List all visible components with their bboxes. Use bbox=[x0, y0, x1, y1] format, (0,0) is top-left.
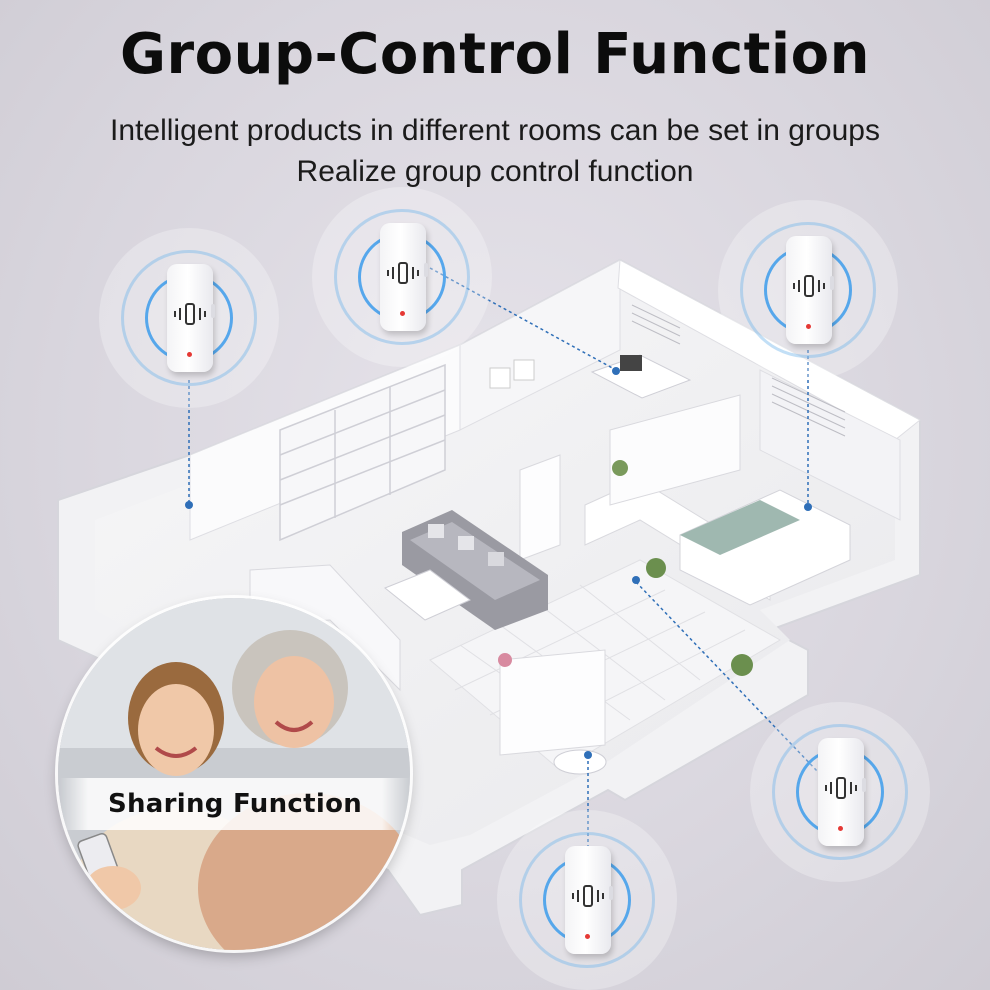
status-led bbox=[400, 311, 405, 316]
status-led bbox=[585, 934, 590, 939]
sofa bbox=[402, 510, 548, 630]
partition-2 bbox=[519, 454, 561, 561]
vibration-sensor-icon bbox=[750, 702, 930, 882]
dining-table bbox=[553, 749, 607, 775]
status-led bbox=[838, 826, 843, 831]
vibration-icon bbox=[387, 262, 419, 284]
status-led bbox=[806, 324, 811, 329]
sensor-device bbox=[565, 846, 613, 954]
sharing-function-label: Sharing Function bbox=[60, 778, 410, 830]
sensor-device bbox=[167, 264, 215, 372]
sensor-device bbox=[818, 738, 866, 846]
vibration-sensor-icon bbox=[718, 200, 898, 380]
right-wall bbox=[759, 369, 901, 521]
sensor-device bbox=[380, 223, 428, 331]
photo-illustration bbox=[58, 598, 410, 950]
sharing-function-text: Sharing Function bbox=[107, 789, 363, 819]
plant bbox=[612, 460, 628, 476]
vibration-icon bbox=[825, 777, 857, 799]
partition-3 bbox=[609, 394, 741, 506]
connector-lines bbox=[188, 267, 819, 855]
bookshelf bbox=[279, 363, 446, 542]
page-title: Group-Control Function bbox=[120, 22, 870, 87]
sharing-photo bbox=[58, 598, 410, 950]
subtitle-line-2: Realize group control function bbox=[296, 155, 694, 188]
connector-endpoints bbox=[185, 367, 812, 759]
subtitle-line-1: Intelligent products in different rooms … bbox=[110, 114, 880, 147]
partition-5 bbox=[499, 649, 606, 756]
vibration-icon bbox=[572, 885, 604, 907]
status-led bbox=[187, 352, 192, 357]
coffee-table bbox=[384, 569, 471, 621]
bed bbox=[679, 489, 851, 606]
vibration-icon bbox=[793, 275, 825, 297]
plant bbox=[731, 654, 753, 676]
vibration-sensor-icon bbox=[312, 187, 492, 367]
sensor-device bbox=[786, 236, 834, 344]
plant bbox=[498, 653, 512, 667]
vibration-sensor-icon bbox=[497, 810, 677, 990]
vibration-sensor-icon bbox=[99, 228, 279, 408]
wall-frame bbox=[489, 367, 511, 389]
vibration-icon bbox=[174, 303, 206, 325]
monitor bbox=[620, 355, 642, 371]
plant bbox=[646, 558, 666, 578]
wall-frame bbox=[513, 359, 535, 381]
